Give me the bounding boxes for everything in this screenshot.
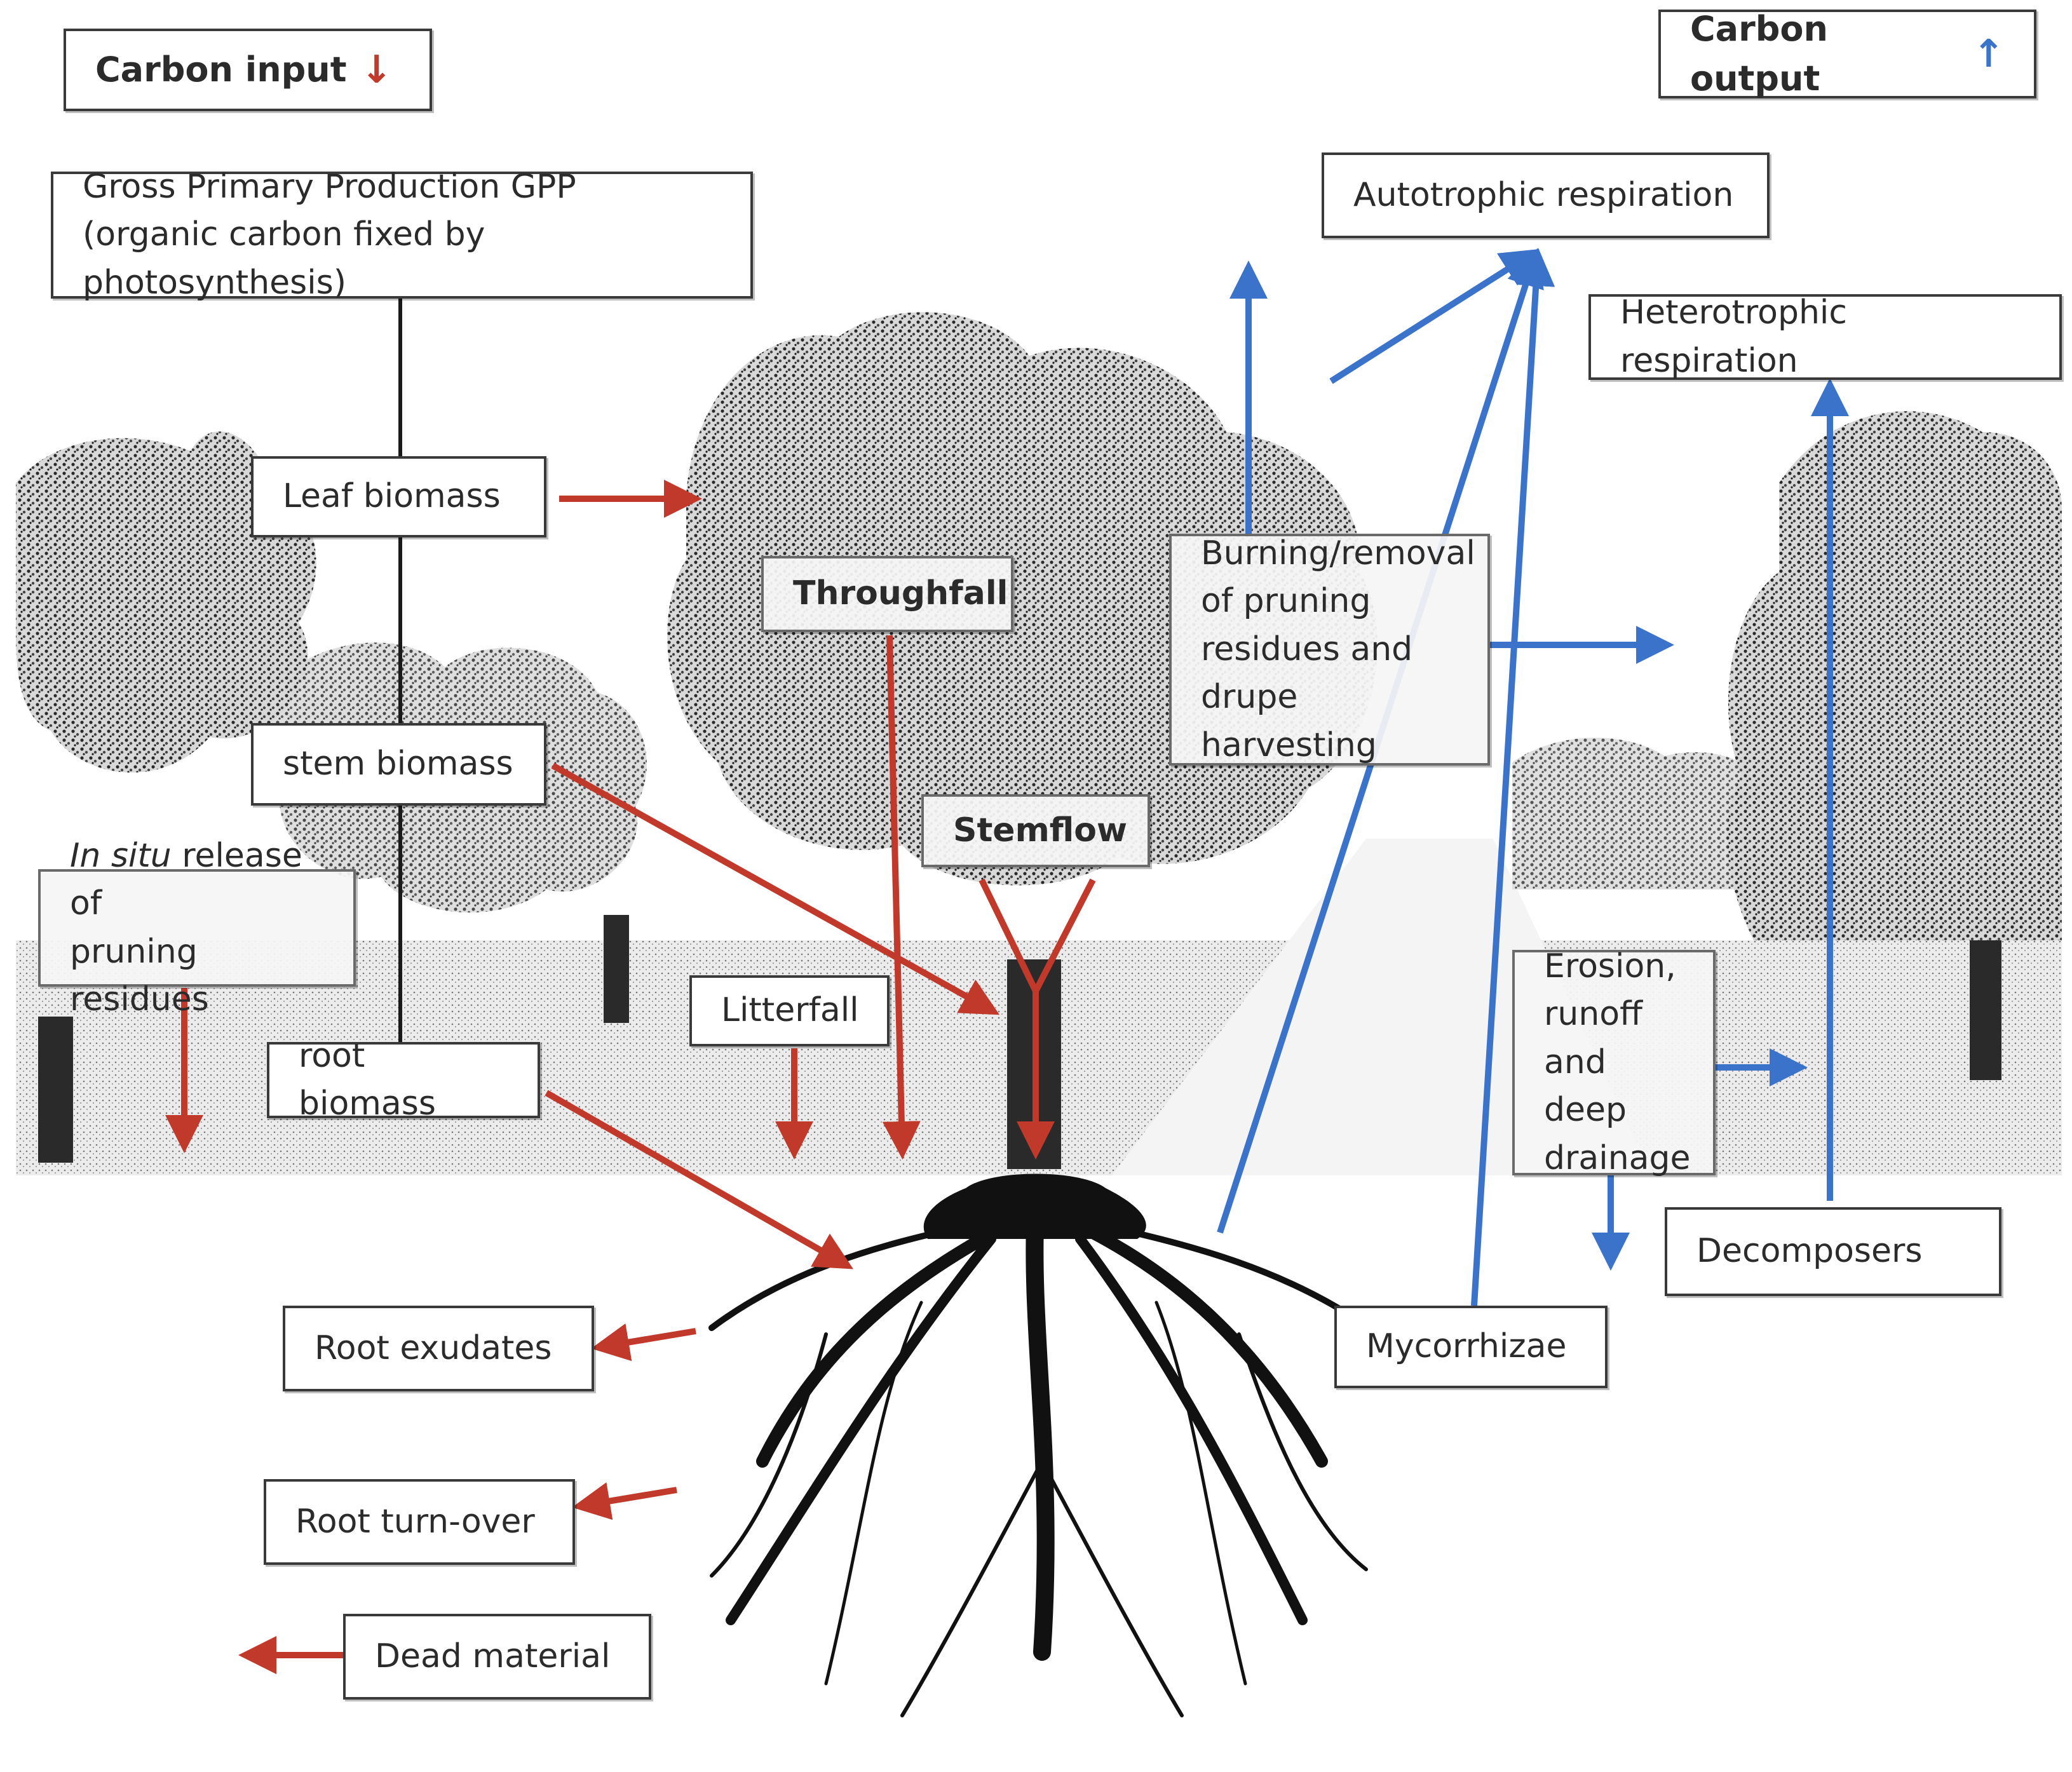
- down-arrow-icon: ↓: [360, 47, 393, 92]
- heterotrophic-respiration-label: Heterotrophic respiration: [1620, 294, 1847, 380]
- root-main: [1026, 1198, 1055, 1661]
- root-fine-6: [1154, 1301, 1247, 1686]
- burning-line1: Burning/removal: [1201, 534, 1475, 573]
- in-situ-release-box: In situ release of pruning residues: [38, 837, 356, 1018]
- decomposers-box: Decomposers: [1665, 1207, 2001, 1296]
- output-arrows: [1217, 248, 1849, 1306]
- in-situ-rest: release of: [70, 836, 302, 923]
- gpp-title: Gross Primary Production GPP: [83, 167, 576, 206]
- litterfall-label: Litterfall: [721, 991, 859, 1030]
- dead-material-box: Dead material: [343, 1614, 651, 1700]
- stemflow-box: Stemflow: [921, 794, 1150, 867]
- carbon-output-header: Carbon output ↑: [1658, 9, 2036, 98]
- mycorrhizae-box: Mycorrhizae: [1334, 1306, 1608, 1388]
- dead-material-label: Dead material: [375, 1637, 611, 1675]
- root-left-1: [756, 1214, 1023, 1468]
- burning-line3: residues and: [1201, 630, 1413, 668]
- erosion-line1: Erosion,: [1544, 947, 1676, 986]
- stem-biomass-label: stem biomass: [283, 745, 513, 783]
- carbon-input-header: Carbon input ↓: [64, 29, 432, 111]
- root-turnover-label: Root turn-over: [295, 1502, 535, 1541]
- tree-canopy-right: [1727, 411, 2062, 940]
- autotrophic-respiration-label: Autotrophic respiration: [1353, 175, 1734, 214]
- in-situ-italic: In situ: [70, 836, 172, 875]
- decomposers-label: Decomposers: [1696, 1232, 1923, 1271]
- burning-line2: of pruning: [1201, 582, 1371, 621]
- root-turnover-box: Root turn-over: [264, 1479, 575, 1565]
- in-situ-line2: pruning residues: [70, 932, 209, 1018]
- arrow-mycorrhizae-to-autotrophic: [1471, 248, 1555, 1306]
- root-right-1: [1061, 1214, 1328, 1468]
- arrow-to-root-turnover: [572, 1482, 677, 1520]
- erosion-line2: runoff: [1544, 995, 1642, 1034]
- tree-trunk-left: [38, 1017, 73, 1163]
- root-right-3: [1102, 1223, 1363, 1325]
- root-system: [708, 1173, 1368, 1717]
- burning-removal-box: Burning/removal of pruning residues and …: [1169, 534, 1490, 766]
- erosion-box: Erosion, runoff and deep drainage: [1512, 947, 1716, 1177]
- root-left-2: [726, 1234, 996, 1625]
- arrow-canopy-to-autotrophic: [1329, 248, 1540, 384]
- carbon-input-label: Carbon input: [95, 49, 347, 90]
- root-fine-1: [710, 1332, 828, 1578]
- throughfall-box: Throughfall: [761, 556, 1013, 632]
- burning-line4: drupe harvesting: [1201, 678, 1377, 764]
- litterfall-box: Litterfall: [689, 975, 890, 1046]
- tree-row-right: [1512, 738, 1773, 889]
- stemflow-left-branch: [978, 878, 1039, 993]
- root-fine-3: [900, 1459, 1044, 1717]
- arrow-throughfall-down: [882, 635, 921, 1160]
- leaf-biomass-box: Leaf biomass: [251, 456, 546, 538]
- root-fine-5: [824, 1301, 923, 1686]
- throughfall-label: Throughfall: [793, 574, 1008, 613]
- arrow-root-to-roots: [545, 1090, 854, 1269]
- root-right-2: [1075, 1234, 1308, 1625]
- stemflow-label: Stemflow: [953, 811, 1128, 849]
- tree-trunk-mid: [604, 915, 629, 1023]
- erosion-line4: drainage: [1544, 1139, 1691, 1177]
- gpp-subtitle: (organic carbon fixed by photosynthesis): [83, 215, 485, 302]
- gpp-box: Gross Primary Production GPP (organic ca…: [51, 168, 753, 302]
- autotrophic-respiration-box: Autotrophic respiration: [1322, 152, 1770, 238]
- tree-canopy-left: [16, 431, 316, 773]
- mycorrhizae-label: Mycorrhizae: [1366, 1327, 1567, 1366]
- root-fine-4: [1040, 1459, 1184, 1717]
- stemflow-right-branch: [1033, 878, 1096, 993]
- heterotrophic-respiration-box: Heterotrophic respiration: [1588, 294, 2062, 380]
- input-arrows: [165, 480, 1096, 1674]
- root-exudates-box: Root exudates: [283, 1306, 594, 1391]
- tree-trunk-right: [1970, 940, 2001, 1080]
- arrow-to-root-exudates: [591, 1323, 696, 1362]
- carbon-output-label: Carbon output: [1690, 8, 1828, 98]
- root-biomass-box: root biomass: [267, 1037, 540, 1123]
- up-arrow-icon: ↑: [1972, 31, 2005, 76]
- root-fine-2: [1237, 1332, 1368, 1571]
- arrow-stem-to-trunk: [551, 762, 1000, 1015]
- root-exudates-label: Root exudates: [315, 1329, 552, 1367]
- leaf-biomass-label: Leaf biomass: [283, 477, 501, 516]
- in-situ-line1: In situ release of: [70, 832, 324, 928]
- stem-biomass-box: stem biomass: [251, 723, 546, 806]
- erosion-line3: and deep: [1544, 1043, 1627, 1130]
- root-biomass-label: root biomass: [299, 1036, 436, 1123]
